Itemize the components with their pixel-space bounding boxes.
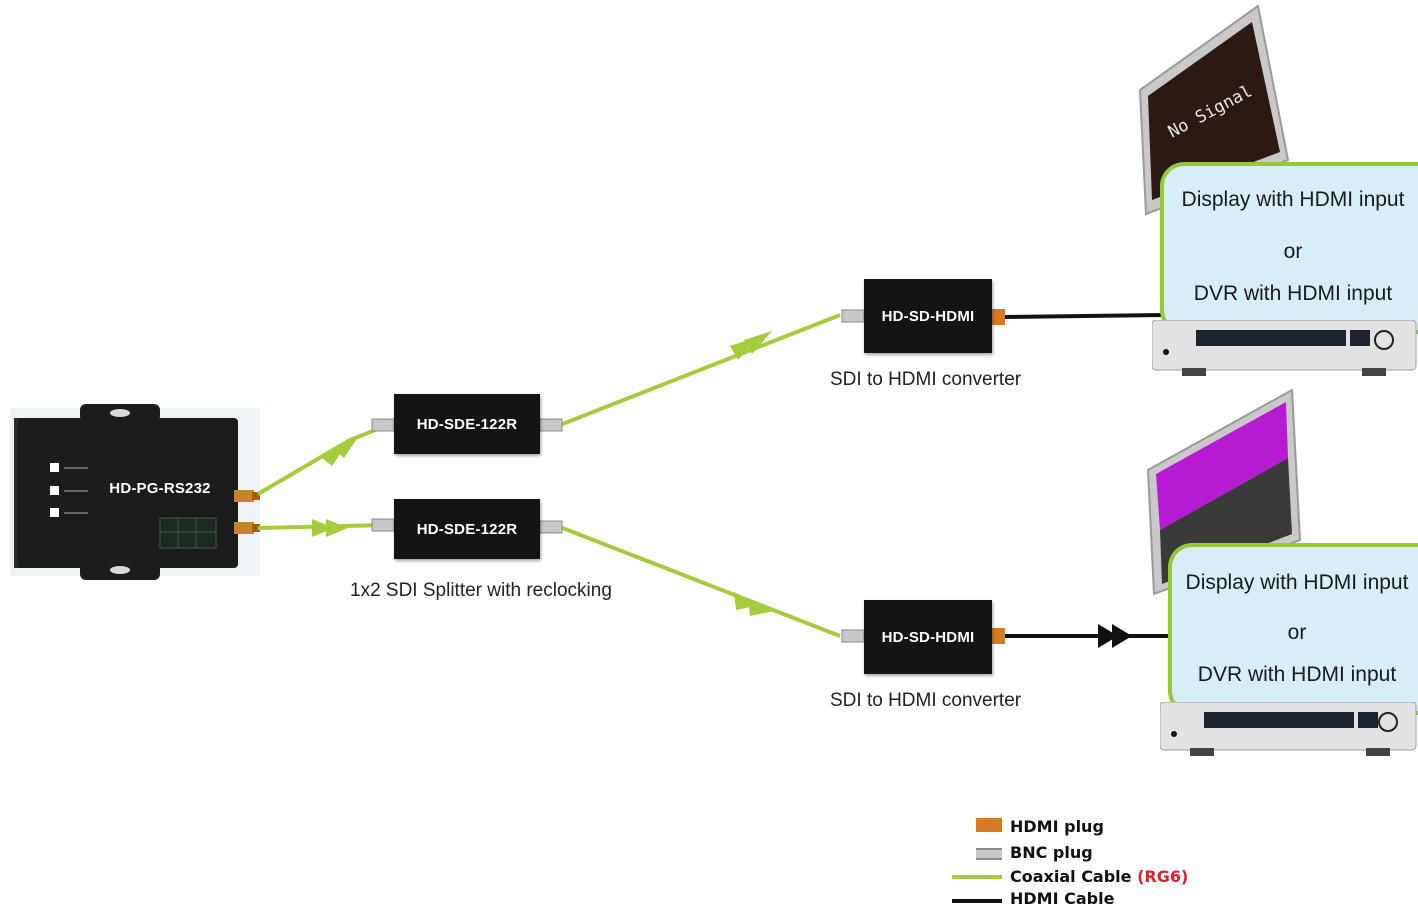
dvr-bottom bbox=[1160, 702, 1417, 756]
output-bottom-line1: Display with HDMI input bbox=[1185, 571, 1409, 594]
legend-bnc-plug: BNC plug bbox=[1010, 843, 1093, 862]
output-panel-top: Display with HDMI input or DVR with HDMI… bbox=[1160, 162, 1418, 334]
output-top-line3: DVR with HDMI input bbox=[1193, 282, 1393, 305]
coax-cables bbox=[256, 313, 841, 638]
splitter-bottom-box: HD-SDE-122R bbox=[394, 499, 540, 559]
legend-bnc-plug-swatch bbox=[976, 848, 1002, 860]
output-top-line1: Display with HDMI input bbox=[1181, 188, 1405, 211]
legend-hdmi-cable: HDMI Cable bbox=[1010, 889, 1115, 908]
hdmi-plugs bbox=[991, 309, 1005, 644]
output-panel-bottom: Display with HDMI input or DVR with HDMI… bbox=[1168, 543, 1418, 715]
splitter-top-box: HD-SDE-122R bbox=[394, 394, 540, 454]
dvr-top bbox=[1152, 320, 1417, 376]
converter-top-box: HD-SD-HDMI bbox=[864, 279, 992, 353]
output-top-line2: or bbox=[1283, 240, 1303, 263]
source-device-label: HD-PG-RS232 bbox=[109, 479, 211, 497]
legend-hdmi-cable-swatch bbox=[952, 899, 1002, 903]
legend-hdmi-plug-swatch bbox=[976, 818, 1002, 832]
legend-coax-label: Coaxial Cable bbox=[1010, 867, 1132, 886]
output-bottom-line3: DVR with HDMI input bbox=[1197, 663, 1397, 686]
coax-arrows bbox=[312, 331, 774, 616]
legend-coax-cable: Coaxial Cable (RG6) bbox=[1010, 867, 1188, 886]
converter-bottom-box: HD-SD-HDMI bbox=[864, 600, 992, 674]
converter-top-caption: SDI to HDMI converter bbox=[830, 369, 1022, 390]
legend-hdmi-plug: HDMI plug bbox=[1010, 817, 1104, 836]
bnc-plugs bbox=[371, 309, 865, 643]
legend-coax-swatch bbox=[952, 875, 1002, 879]
legend-coax-note: (RG6) bbox=[1137, 867, 1189, 886]
output-bottom-line2: or bbox=[1287, 621, 1307, 644]
converter-bottom-caption: SDI to HDMI converter bbox=[830, 690, 1022, 711]
source-device bbox=[10, 404, 260, 580]
hdmi-arrow bbox=[1098, 624, 1132, 648]
hdmi-cables bbox=[1004, 313, 1170, 638]
splitter-caption: 1x2 SDI Splitter with reclocking bbox=[350, 580, 612, 601]
